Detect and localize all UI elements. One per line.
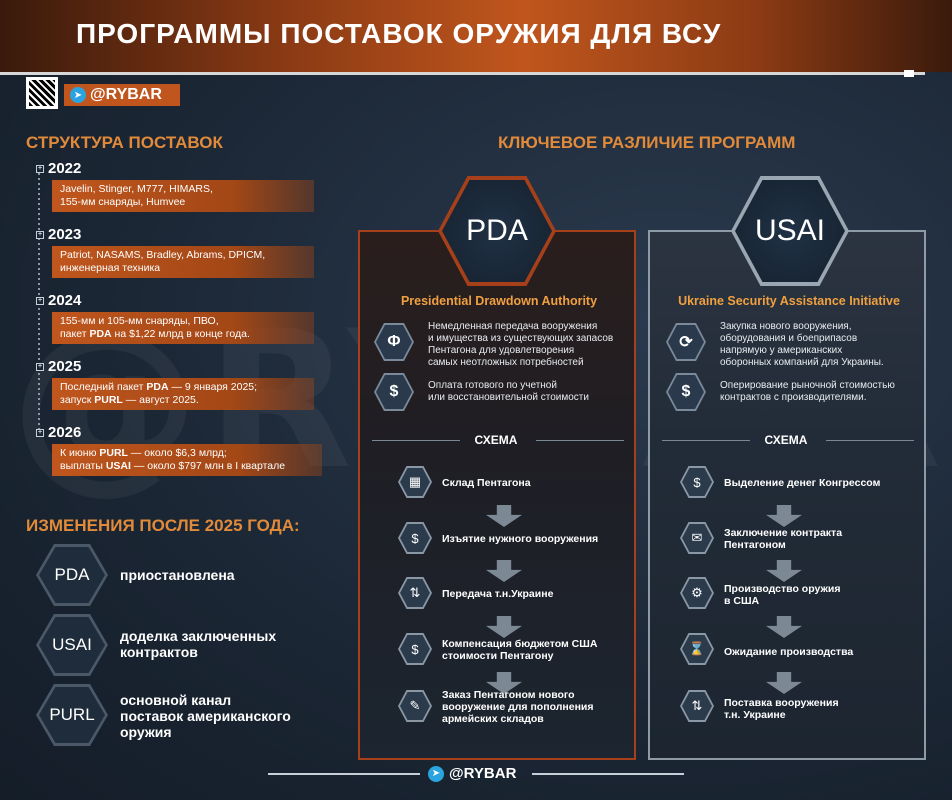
- usai-panel: [648, 230, 926, 760]
- year-2022: +2022: [36, 160, 82, 177]
- schema-divider: [662, 440, 750, 441]
- transfer-icon: ⇅: [680, 690, 714, 722]
- year-2023-box: Patriot, NASAMS, Bradley, Abrams, DPICM,…: [52, 246, 314, 278]
- expand-icon: +: [36, 362, 44, 371]
- schema-divider: [536, 440, 624, 441]
- pda-step-text: Склад Пентагона: [442, 477, 531, 489]
- expand-icon: +: [36, 428, 44, 437]
- year-2024: +2024: [36, 292, 82, 309]
- expand-icon: +: [36, 230, 44, 239]
- schema-divider: [372, 440, 460, 441]
- expand-icon: +: [36, 164, 44, 173]
- header-divider: [0, 72, 925, 75]
- brand-text: @RYBAR: [90, 86, 162, 103]
- changes-title: ИЗМЕНЕНИЯ ПОСЛЕ 2025 ГОДА:: [26, 516, 300, 535]
- schema-divider: [826, 440, 914, 441]
- structure-title: СТРУКТУРА ПОСТАВОК: [26, 133, 223, 152]
- pda-schema-label: СХЕМА: [474, 433, 518, 447]
- year-2025-box: Последний пакет PDA — 9 января 2025; зап…: [52, 378, 314, 410]
- pda-panel: [358, 230, 636, 760]
- header-banner: ПРОГРАММЫ ПОСТАВОК ОРУЖИЯ ДЛЯ ВСУ: [0, 0, 952, 72]
- footer-divider: [532, 773, 684, 775]
- pda-step-text: Передача т.н.Украине: [442, 588, 554, 600]
- header-accent-mark: [904, 70, 914, 77]
- dollar-icon: $: [666, 373, 706, 411]
- telegram-icon: ➤: [428, 765, 444, 782]
- pda-change-text: приостановлена: [120, 567, 235, 583]
- usai-schema-label: СХЕМА: [764, 433, 808, 447]
- footer-divider: [268, 773, 420, 775]
- usai-subtitle: Ukraine Security Assistance Initiative: [678, 294, 900, 308]
- expand-icon: +: [36, 296, 44, 305]
- page-title: ПРОГРАММЫ ПОСТАВОК ОРУЖИЯ ДЛЯ ВСУ: [76, 18, 722, 49]
- year-2026: +2026: [36, 424, 82, 441]
- contract-icon: ✉: [680, 522, 714, 554]
- usai-step-text: Выделение денег Конгрессом: [724, 477, 881, 489]
- pda-subtitle: Presidential Drawdown Authority: [400, 294, 598, 308]
- qr-code-icon[interactable]: [26, 77, 58, 109]
- pda-step-text: Изъятие нужного вооружения: [442, 533, 599, 545]
- usai-feature-text: Закупка нового вооружения,оборудования и…: [720, 321, 884, 368]
- brand-link[interactable]: ➤ @RYBAR: [64, 84, 180, 106]
- gear-icon: ⚙: [680, 577, 714, 609]
- year-2024-box: 155-мм и 105-мм снаряды, ПВО, пакет PDA …: [52, 312, 314, 344]
- footer-brand-text: @RYBAR: [449, 765, 517, 782]
- usai-hex: USAI: [731, 176, 849, 286]
- year-2025: +2025: [36, 358, 82, 375]
- footer-brand-link[interactable]: ➤ @RYBAR: [428, 765, 516, 782]
- cycle-icon: ⟳: [666, 323, 706, 361]
- year-2022-box: Javelin, Stinger, M777, HIMARS,155-мм сн…: [52, 180, 314, 212]
- hourglass-icon: ⌛: [680, 633, 714, 665]
- money-bag-icon: $: [680, 466, 714, 498]
- year-2026-box: К июню PURL — около $6,3 млрд; выплаты U…: [52, 444, 322, 476]
- usai-step-text: Ожидание производства: [724, 646, 854, 658]
- year-2023: +2023: [36, 226, 82, 243]
- key-title: КЛЮЧЕВОЕ РАЗЛИЧИЕ ПРОГРАММ: [498, 133, 796, 152]
- telegram-icon: ➤: [70, 87, 86, 103]
